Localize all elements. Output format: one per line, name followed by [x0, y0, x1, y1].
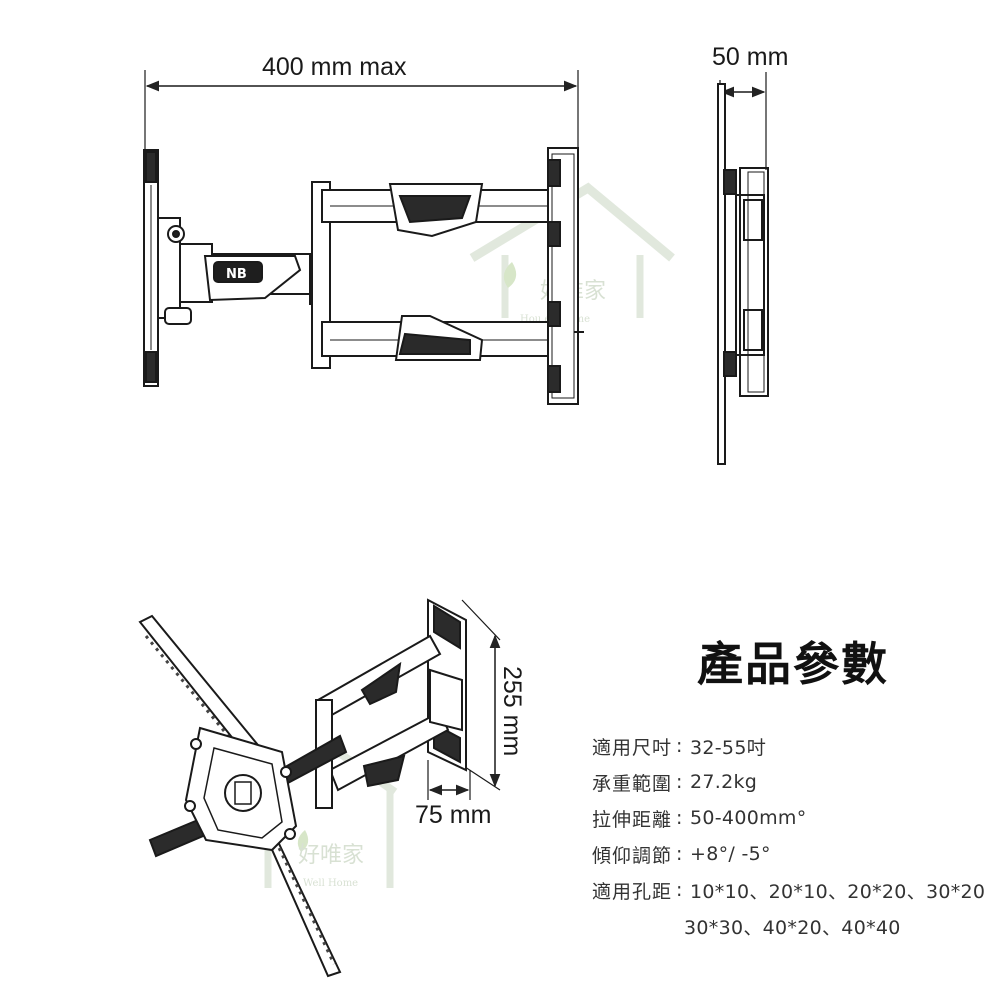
specs-list: 適用尺吋 : 32-55吋 承重範圍 : 27.2kg 拉伸距離 : 50-40… — [592, 728, 985, 944]
brand-logo: NB — [226, 267, 247, 282]
spec-row: 傾仰調節 : +8°/ -5° — [592, 836, 985, 872]
spec-colon: : — [676, 879, 683, 901]
watermark-brand-2: Well Home — [303, 878, 358, 889]
perspective-view: 255 mm 75 mm — [138, 598, 526, 978]
specs-title: 產品參數 — [697, 637, 889, 691]
spec-label: 承重範圍 — [592, 772, 673, 795]
spec-value: +8°/ -5° — [690, 843, 771, 865]
spec-colon: : — [676, 807, 683, 829]
spec-row: 拉伸距離 : 50-400mm° — [592, 800, 985, 836]
spec-label: 適用尺吋 — [592, 736, 673, 759]
spec-value: 32-55吋 — [690, 736, 767, 759]
spec-row: 適用尺吋 : 32-55吋 — [592, 728, 985, 764]
spec-value: 50-400mm° — [690, 807, 807, 829]
side-view: 50 mm — [712, 43, 788, 465]
spec-colon: : — [676, 735, 683, 757]
spec-label: 拉伸距離 — [592, 808, 673, 831]
spec-colon: : — [676, 843, 683, 865]
spec-value: 30*30、40*20、40*40 — [684, 916, 901, 939]
spec-row-continuation: 30*30、40*20、40*40 — [592, 908, 985, 944]
dimension-400mm-label: 400 mm max — [262, 53, 407, 81]
spec-row: 承重範圍 : 27.2kg — [592, 764, 985, 800]
top-view: 400 mm max NB — [143, 53, 584, 405]
watermark-name-2: 好唯家 — [298, 843, 364, 868]
spec-colon: : — [676, 771, 683, 793]
dimension-75mm-label: 75 mm — [415, 801, 491, 829]
dimension-50mm-label: 50 mm — [712, 43, 788, 71]
spec-value: 27.2kg — [690, 771, 758, 793]
dimension-255mm-label: 255 mm — [498, 666, 526, 756]
spec-label: 適用孔距 — [592, 880, 673, 903]
spec-value: 10*10、20*10、20*20、30*20 — [690, 880, 986, 903]
spec-row: 適用孔距 : 10*10、20*10、20*20、30*20 — [592, 872, 985, 908]
spec-label: 傾仰調節 — [592, 844, 673, 867]
